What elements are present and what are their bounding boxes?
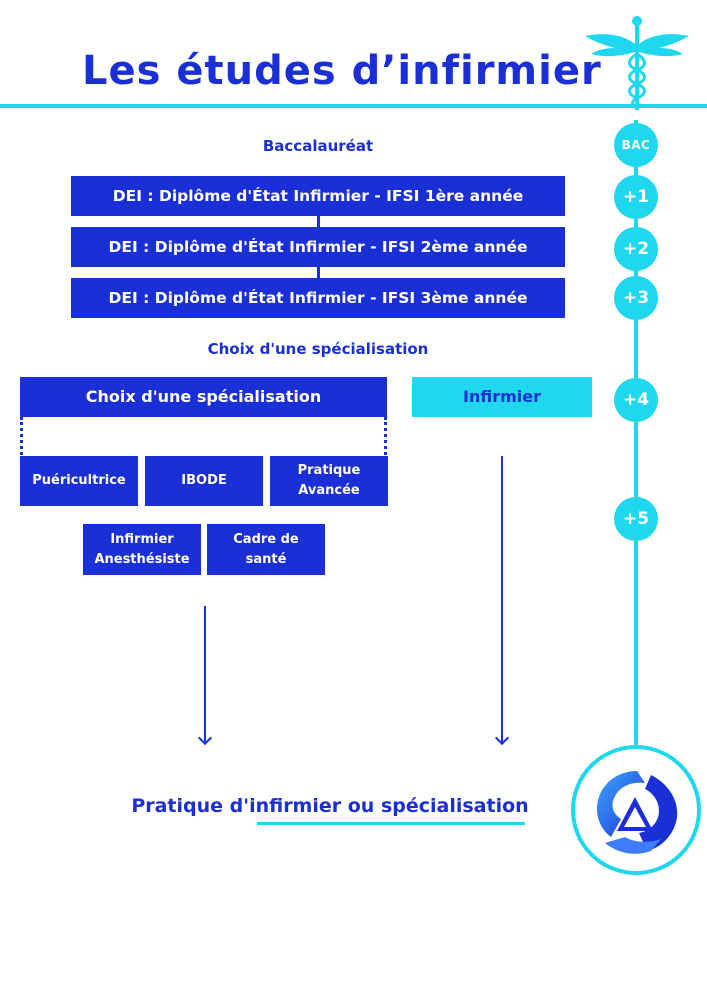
dotted-connector: [384, 417, 387, 455]
nurse-box: Infirmier: [412, 377, 592, 417]
connector: [317, 267, 320, 278]
spec-label: Choix d'une spécialisation: [207, 340, 429, 358]
year-1-box: DEI : Diplôme d'État Infirmier - IFSI 1è…: [71, 176, 565, 216]
timeline-step-3: +3: [614, 276, 658, 320]
arrow-right-line: [501, 456, 503, 742]
connector: [317, 216, 320, 227]
outcome-title: Pratique d'infirmier ou spécialisation: [131, 795, 529, 817]
timeline-line: [634, 120, 638, 750]
timeline-step-4: +4: [614, 378, 658, 422]
header-divider: [0, 104, 707, 108]
timeline-step-5: +5: [614, 497, 658, 541]
specialty-cadre-de-sante: Cadre de santé: [207, 524, 325, 575]
bac-label: Baccalauréat: [262, 137, 374, 155]
brand-logo-icon: [597, 771, 678, 854]
specialty-puericultrice: Puéricultrice: [20, 456, 138, 506]
dotted-connector: [20, 417, 23, 455]
caduceus-icon: [585, 16, 689, 110]
spec-box: Choix d'une spécialisation: [20, 377, 387, 417]
timeline-step-bac: BAC: [614, 123, 658, 167]
timeline-step-1: +1: [614, 175, 658, 219]
page-title: Les études d’infirmier: [82, 48, 602, 94]
year-3-box: DEI : Diplôme d'État Infirmier - IFSI 3è…: [71, 278, 565, 318]
year-2-box: DEI : Diplôme d'État Infirmier - IFSI 2è…: [71, 227, 565, 267]
arrow-down-icon: [494, 730, 510, 746]
specialty-infirmier-anesthesiste: Infirmier Anesthésiste: [83, 524, 201, 575]
specialty-ibode: IBODE: [145, 456, 263, 506]
outcome-underline: [257, 822, 525, 825]
specialty-pratique-avancee: Pratique Avancée: [270, 456, 388, 506]
arrow-left-line: [204, 606, 206, 742]
arrow-down-icon: [197, 730, 213, 746]
timeline-step-2: +2: [614, 227, 658, 271]
